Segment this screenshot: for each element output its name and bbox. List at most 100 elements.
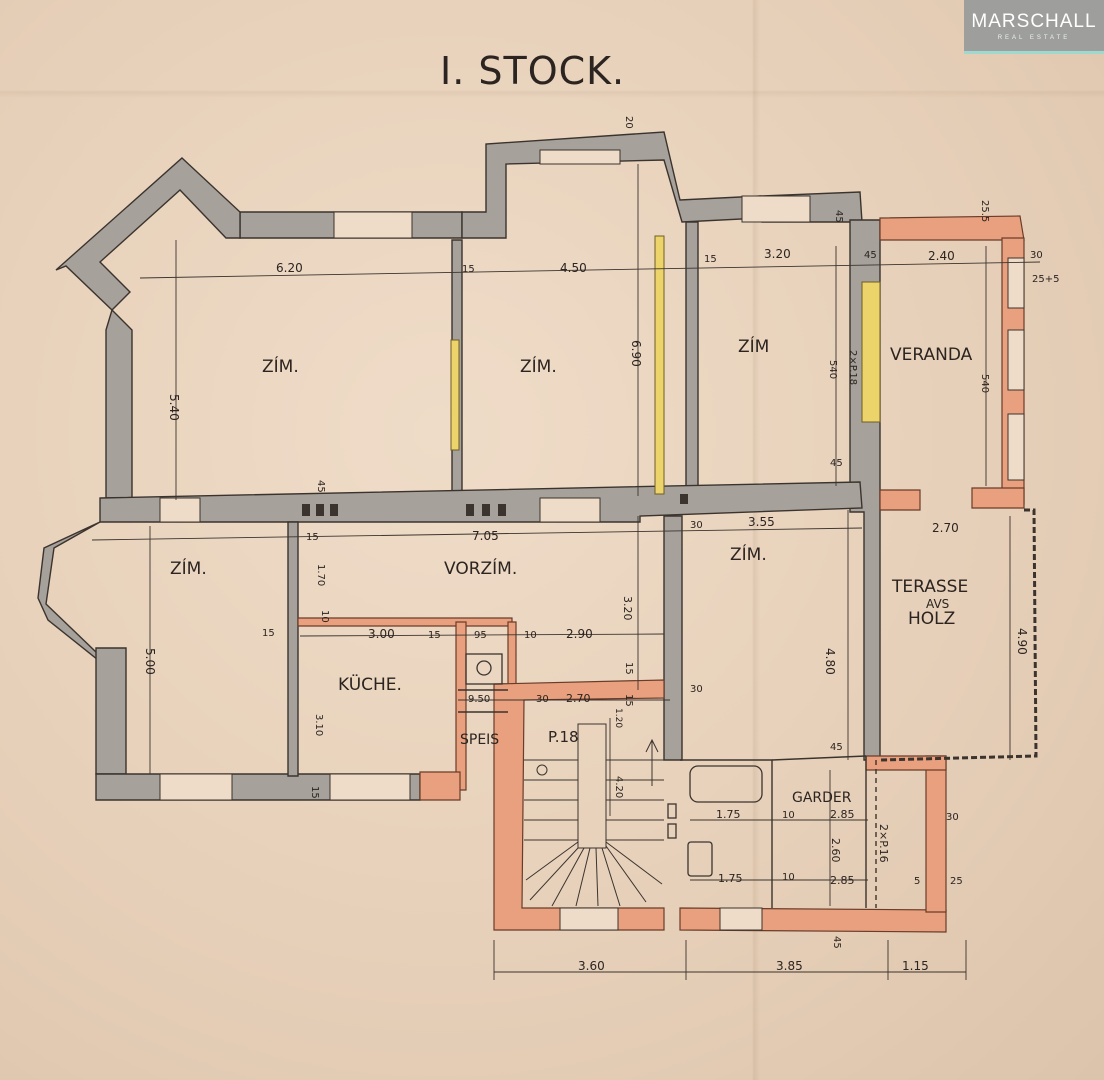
t45b: 45 xyxy=(864,250,877,261)
wall-stair-shell xyxy=(493,679,665,931)
wall-veranda-bottom xyxy=(879,489,921,511)
wall-left-lower xyxy=(95,647,127,775)
wall-yellow-left xyxy=(450,339,460,451)
t5: 5 xyxy=(914,876,920,887)
dim-360: 3.60 xyxy=(578,959,605,973)
t15f: 15 xyxy=(623,662,634,675)
window-5 xyxy=(539,497,601,523)
dim-355: 3.55 xyxy=(748,515,775,529)
t30e: 30 xyxy=(946,812,959,823)
dim-950: 9.50 xyxy=(468,694,490,705)
chimney-2 xyxy=(316,504,324,516)
dim-2p16: 2×P.16 xyxy=(877,824,890,863)
dimension-labels: 6.20 4.50 3.20 2.40 5.40 6.90 540 2×P.18… xyxy=(143,247,1029,973)
dim-320b: 3.20 xyxy=(621,596,634,621)
window-12 xyxy=(1007,413,1025,481)
t10d: 10 xyxy=(782,872,795,883)
t20: 20 xyxy=(623,116,634,129)
wall-garder-right xyxy=(925,755,947,913)
room-labels: ZÍM. ZÍM. ZÍM VERANDA ZÍM. VORZÍM. ZÍM. … xyxy=(170,335,973,806)
logo-subtitle: REAL ESTATE xyxy=(997,34,1071,41)
dim-310: 3.10 xyxy=(313,714,324,736)
dimension-lines xyxy=(91,164,1041,980)
t25p5: 25+5 xyxy=(1032,274,1059,285)
plan-title: I. STOCK. xyxy=(440,49,625,93)
room-vorzim: VORZÍM. xyxy=(444,557,517,579)
room-zim-2: ZÍM. xyxy=(520,355,557,377)
dim-420: 4.20 xyxy=(613,776,624,798)
t15d: 15 xyxy=(262,628,275,639)
dim-175a: 1.75 xyxy=(716,808,741,821)
chimney-1 xyxy=(302,504,310,516)
window-7 xyxy=(329,773,411,801)
dim-385: 3.85 xyxy=(776,959,803,973)
wall-garder-top xyxy=(865,755,947,771)
wall-stair-right xyxy=(663,515,683,761)
t30a: 30 xyxy=(1030,250,1043,261)
stair-start-circle xyxy=(536,764,548,776)
room-terasse: TERASSE xyxy=(891,577,968,597)
dim-480: 4.80 xyxy=(823,648,837,675)
dim-240: 2.40 xyxy=(928,249,955,263)
wall-wc-right xyxy=(507,621,517,691)
yellow-walls xyxy=(450,235,881,495)
wall-speis xyxy=(455,621,467,791)
dim-170: 1.70 xyxy=(315,564,326,586)
dim-620: 6.20 xyxy=(276,261,303,275)
window-8 xyxy=(559,907,619,931)
wall-kitchen-corner xyxy=(419,771,461,801)
wall-bay-left xyxy=(105,308,133,499)
window-2 xyxy=(539,149,621,165)
t10a: 10 xyxy=(319,610,330,623)
t45a: 45 xyxy=(833,210,844,223)
dim-300: 3.00 xyxy=(368,627,395,641)
window-4 xyxy=(159,497,201,523)
dim-270b: 2.70 xyxy=(566,692,591,705)
t15b: 15 xyxy=(704,254,717,265)
dim-500: 5.00 xyxy=(143,648,157,675)
t45c: 45 xyxy=(830,458,843,469)
t45e: 45 xyxy=(831,936,842,949)
room-veranda: VERANDA xyxy=(890,345,973,365)
dim-540c: 540 xyxy=(979,374,990,393)
window-1 xyxy=(333,211,413,239)
room-zim-1: ZÍM. xyxy=(262,355,299,377)
dim-490: 4.90 xyxy=(1015,628,1029,655)
t30c: 30 xyxy=(690,684,703,695)
room-zim-5: ZÍM. xyxy=(730,543,767,565)
dim-2p18: 2×P.18 xyxy=(847,350,858,385)
wall-veranda-top xyxy=(879,215,1025,241)
bathtub xyxy=(689,765,763,803)
stair-core xyxy=(577,723,607,849)
t15a: 15 xyxy=(462,264,475,275)
dim-175b: 1.75 xyxy=(718,872,743,885)
room-terasse-avs: AVS xyxy=(926,597,949,611)
t25a: 25 xyxy=(950,876,963,887)
dim-260: 2.60 xyxy=(829,838,842,863)
dim-540a: 5.40 xyxy=(167,394,181,421)
t30d: 30 xyxy=(536,694,549,705)
dim-540b: 540 xyxy=(827,360,838,379)
wall-kitchen-left xyxy=(287,521,299,777)
staircase xyxy=(524,723,664,907)
bath-vanity xyxy=(687,841,713,877)
interior-lines xyxy=(458,689,877,908)
wc-bowl xyxy=(476,660,492,676)
chimneys xyxy=(302,494,688,516)
chimney-5 xyxy=(482,504,490,516)
t15g: 15 xyxy=(309,786,320,799)
wall-bay-upper xyxy=(55,157,241,311)
wall-mid-right xyxy=(685,221,699,495)
stair-side-box-1 xyxy=(667,803,677,819)
wall-yellow-veranda xyxy=(861,281,881,423)
dim-285a: 2.85 xyxy=(830,808,855,821)
window-11 xyxy=(1007,329,1025,391)
fixtures xyxy=(465,653,763,877)
stair-side-box-2 xyxy=(667,823,677,839)
t45f: 45 xyxy=(315,480,326,493)
window-openings xyxy=(159,149,1025,931)
t15h: 15 xyxy=(623,694,634,707)
dim-320: 3.20 xyxy=(764,247,791,261)
marschall-logo[interactable]: MARSCHALL REAL ESTATE xyxy=(964,0,1104,54)
dim-290: 2.90 xyxy=(566,627,593,641)
